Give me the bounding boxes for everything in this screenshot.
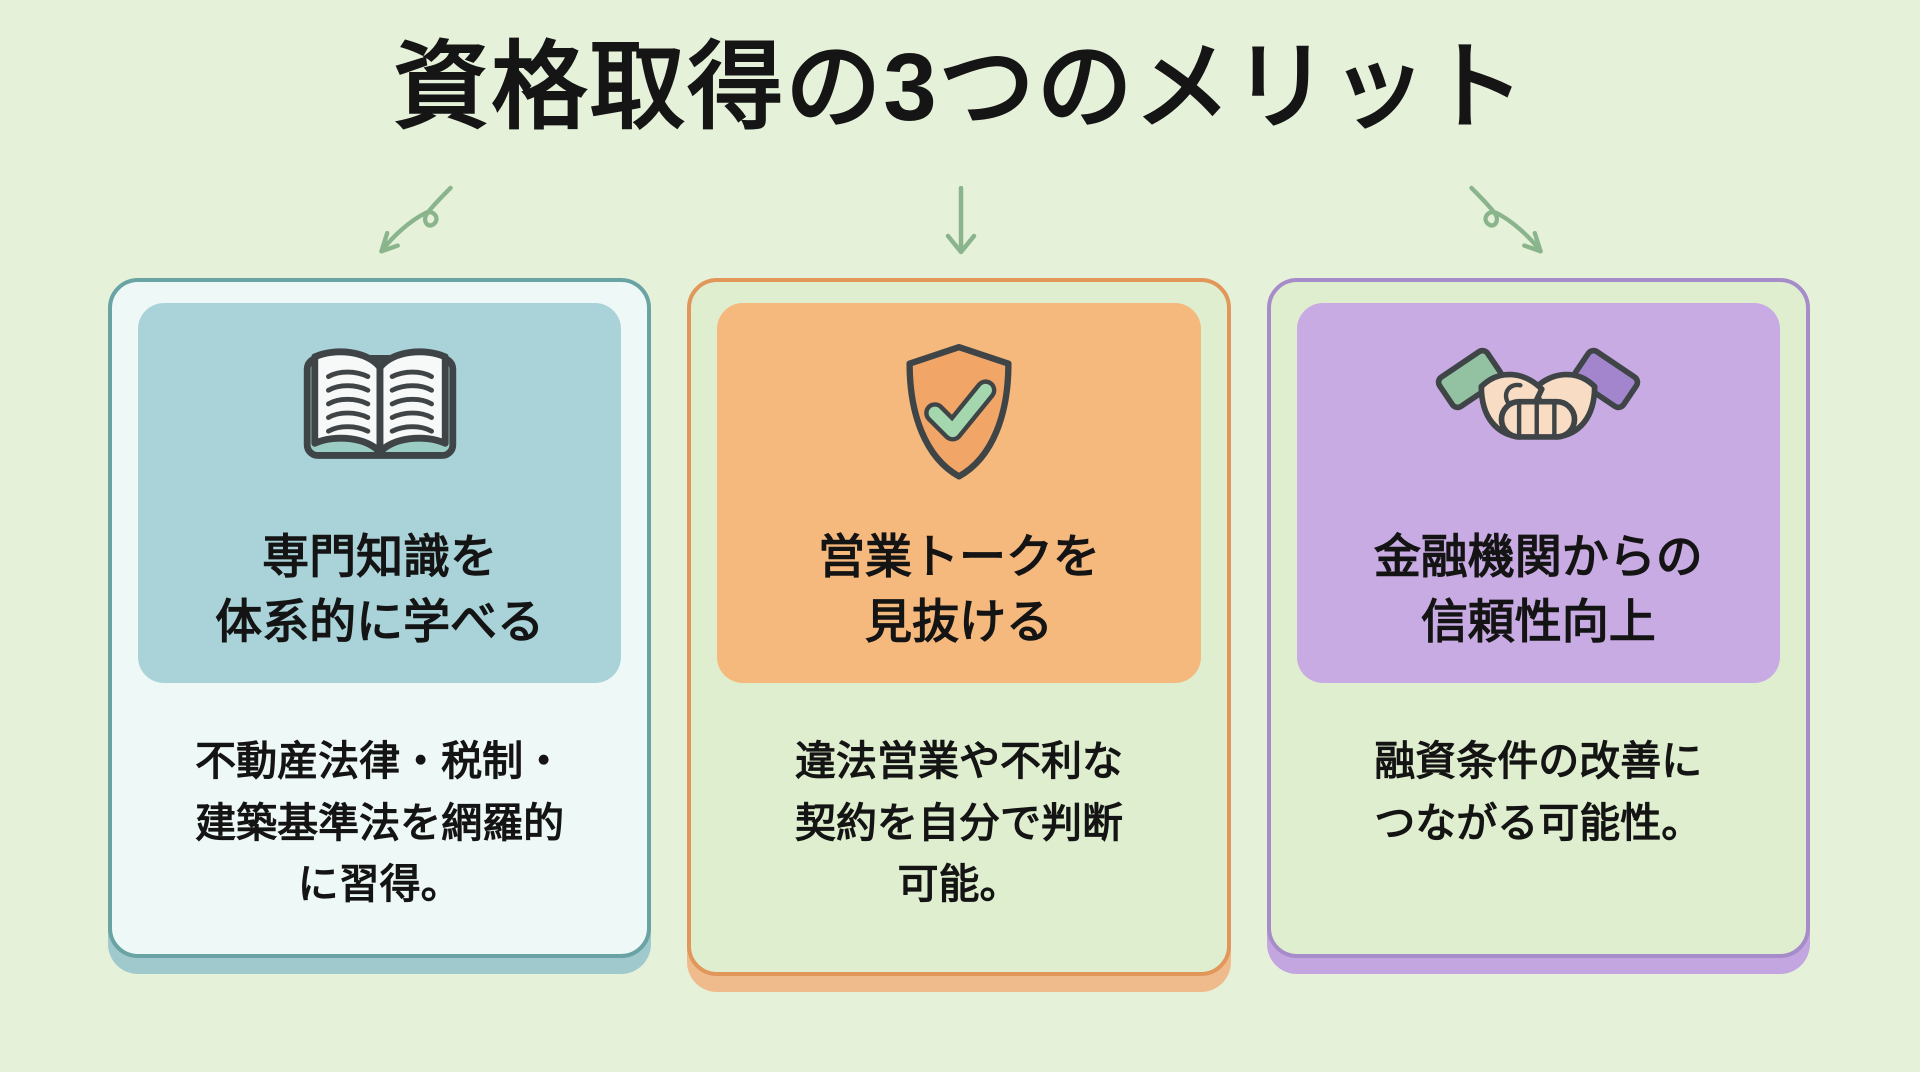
curved-arrow-left-icon — [368, 182, 464, 264]
curved-arrow-right-icon — [1458, 182, 1554, 264]
card-finance-trust: 金融機関からの 信頼性向上 融資条件の改善に つながる可能性。 — [1266, 278, 1810, 958]
card-finance-trust-header: 金融機関からの 信頼性向上 — [1296, 303, 1780, 683]
card-description: 融資条件の改善に つながる可能性。 — [1374, 738, 1703, 846]
card-description: 違法営業や不利な 契約を自分で判断 可能。 — [794, 738, 1123, 907]
straight-arrow-down-icon — [944, 186, 978, 266]
card-knowledge-header: 専門知識を 体系的に学べる — [138, 303, 622, 683]
shield-check-icon — [889, 331, 1029, 495]
card-sales-talk: 営業トークを 見抜ける 違法営業や不利な 契約を自分で判断 可能。 — [687, 278, 1231, 976]
handshake-icon — [1431, 331, 1645, 495]
card-title: 営業トークを 見抜ける — [817, 530, 1100, 648]
page-title: 資格取得の3つのメリット — [393, 34, 1527, 141]
card-knowledge: 専門知識を 体系的に学べる 不動産法律・税制・ 建築基準法を網羅的 に習得。 — [108, 278, 652, 958]
cards-row: 専門知識を 体系的に学べる 不動産法律・税制・ 建築基準法を網羅的 に習得。 営… — [108, 278, 1810, 976]
card-description: 不動産法律・税制・ 建築基準法を網羅的 に習得。 — [195, 738, 565, 907]
card-sales-talk-header: 営業トークを 見抜ける — [717, 303, 1201, 683]
open-book-icon — [289, 331, 471, 495]
card-title: 金融機関からの 信頼性向上 — [1373, 530, 1703, 648]
card-title: 専門知識を 体系的に学べる — [215, 530, 545, 648]
